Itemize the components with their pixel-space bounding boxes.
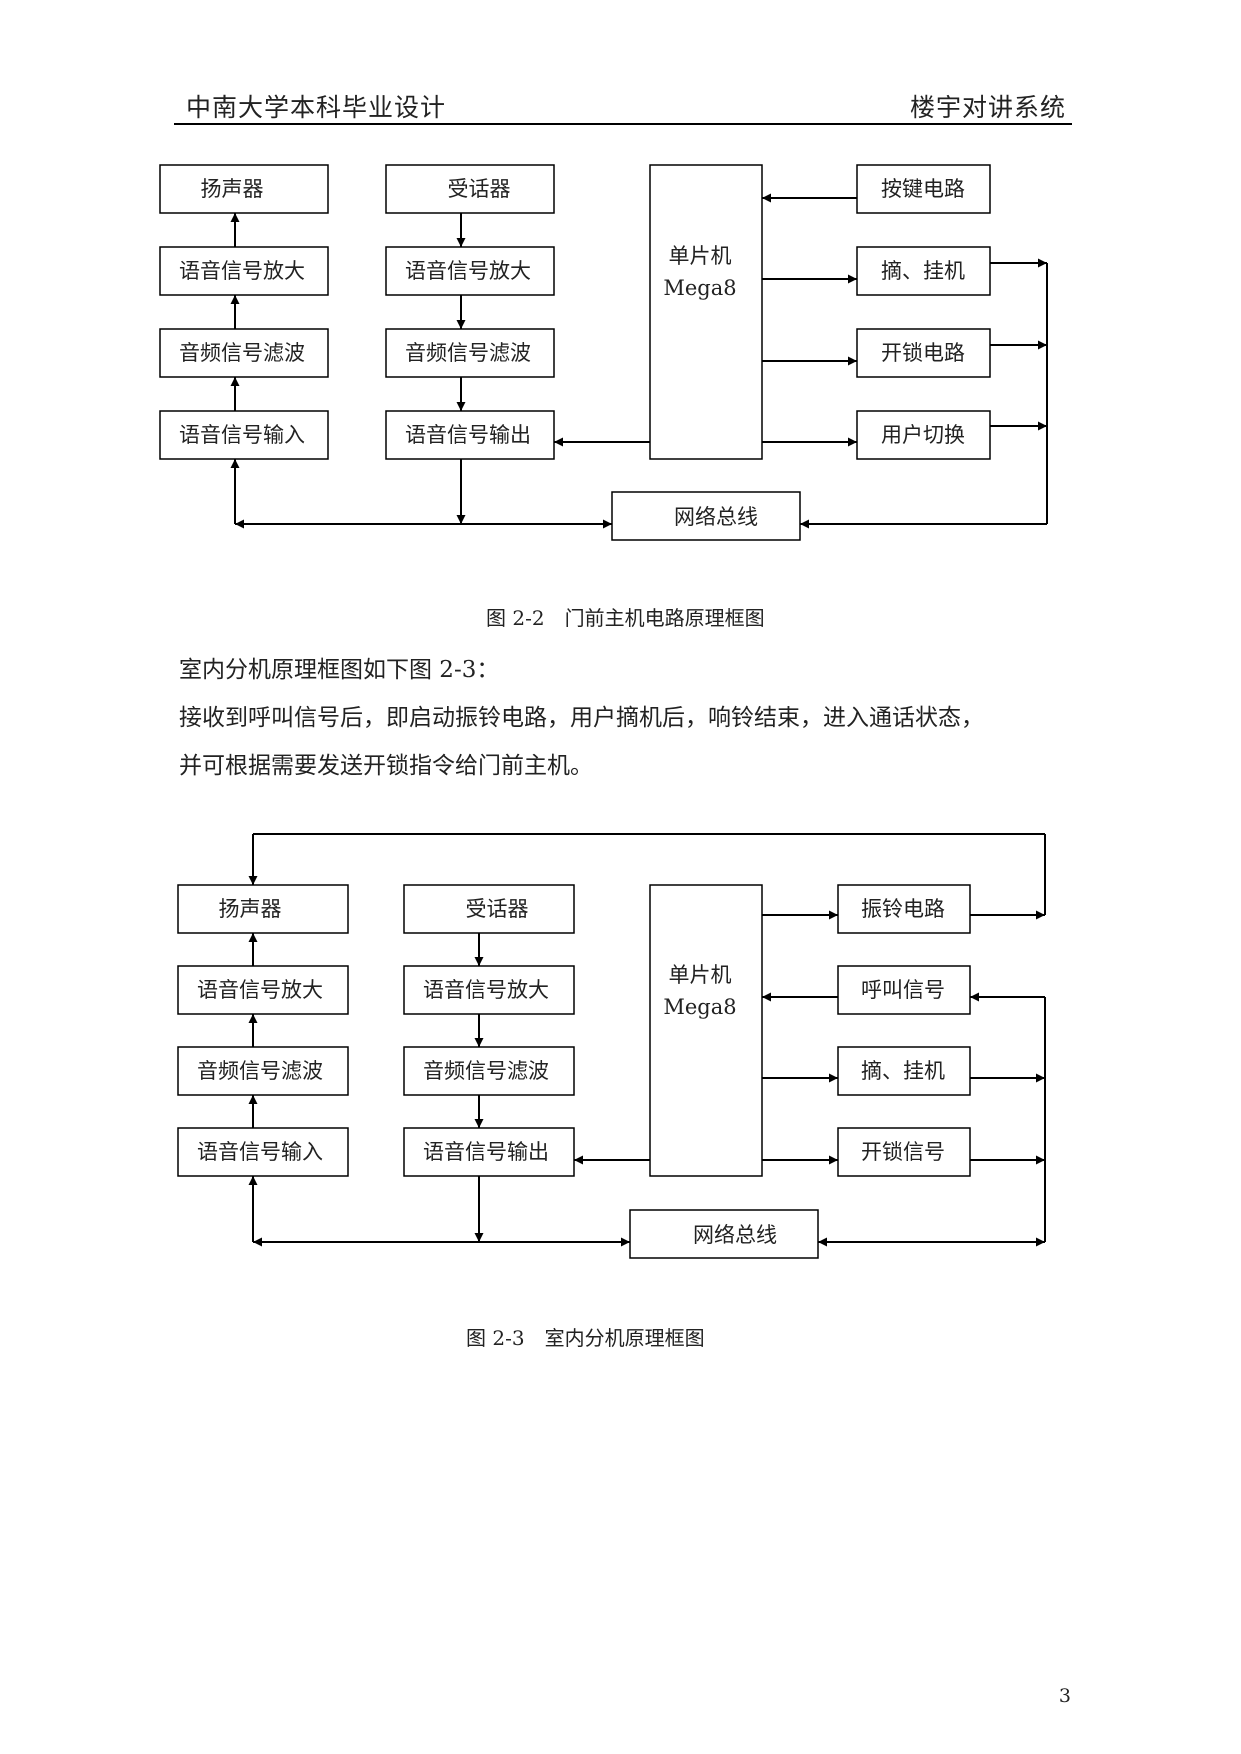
mcu-label-line1: 单片机 [669, 244, 732, 268]
paragraph-1: 室内分机原理框图如下图 2-3： [179, 657, 500, 683]
voice-output-box-2 [403, 1127, 575, 1177]
mcu-label-line2: Mega8 [663, 276, 736, 300]
bus-label-2: 网络总线 [693, 1223, 777, 1247]
header-right-title: 楼宇对讲系统 [909, 93, 1066, 122]
key-circuit-label: 按键电路 [881, 177, 965, 201]
bus-box [611, 491, 801, 541]
voice-output-label-2: 语音信号输出 [423, 1140, 549, 1164]
bus-label: 网络总线 [674, 505, 758, 529]
amp-left-box-2 [177, 965, 349, 1015]
amp-right-box-2 [403, 965, 575, 1015]
filter-left-box [159, 328, 329, 378]
hook-box-2 [837, 1046, 971, 1096]
amp-right-label-2: 语音信号放大 [423, 978, 549, 1002]
ring-circuit-box [837, 884, 971, 934]
amp-right-label: 语音信号放大 [405, 259, 531, 283]
hook-box [856, 246, 991, 296]
header-divider [174, 123, 1072, 125]
key-circuit-box [856, 164, 991, 214]
speaker-box-2 [177, 884, 349, 934]
voice-input-box-2 [177, 1127, 349, 1177]
unlock-box [856, 328, 991, 378]
header-left-title: 中南大学本科毕业设计 [186, 93, 447, 122]
receiver-label: 受话器 [448, 177, 511, 201]
filter-right-box-2 [403, 1046, 575, 1096]
user-switch-label: 用户切换 [881, 423, 965, 447]
paragraph-3: 并可根据需要发送开锁指令给门前主机。 [179, 753, 593, 779]
figure-2-3-caption: 图 2-3 室内分机原理框图 [466, 1326, 705, 1350]
call-signal-box [837, 965, 971, 1015]
call-signal-label: 呼叫信号 [861, 978, 945, 1002]
figure-2-2-caption: 图 2-2 门前主机电路原理框图 [486, 606, 765, 630]
voice-output-label: 语音信号输出 [405, 423, 531, 447]
filter-right-label-2: 音频信号滤波 [423, 1059, 549, 1083]
voice-input-label-2: 语音信号输入 [197, 1140, 323, 1164]
unlock-label: 开锁电路 [881, 341, 965, 365]
amp-right-box [385, 246, 555, 296]
filter-left-label: 音频信号滤波 [179, 341, 305, 365]
mcu-box [649, 164, 763, 460]
page-number: 3 [1058, 1685, 1071, 1707]
speaker-label: 扬声器 [201, 177, 264, 201]
amp-left-label: 语音信号放大 [179, 259, 305, 283]
user-switch-box [856, 410, 991, 460]
filter-right-label: 音频信号滤波 [405, 341, 531, 365]
ring-circuit-label: 振铃电路 [861, 897, 945, 921]
amp-left-box [159, 246, 329, 296]
voice-input-box [159, 410, 329, 460]
receiver-label-2: 受话器 [466, 897, 529, 921]
voice-output-box [385, 410, 555, 460]
speaker-box [159, 164, 329, 214]
speaker-label-2: 扬声器 [219, 897, 282, 921]
voice-input-label: 语音信号输入 [179, 423, 305, 447]
filter-right-box [385, 328, 555, 378]
hook-label: 摘、挂机 [881, 259, 965, 283]
mcu-label-2-line1: 单片机 [669, 963, 732, 987]
unlock-signal-label: 开锁信号 [861, 1140, 945, 1164]
paragraph-2: 接收到呼叫信号后，即启动振铃电路，用户摘机后，响铃结束，进入通话状态， [179, 705, 984, 731]
amp-left-label-2: 语音信号放大 [197, 978, 323, 1002]
hook-label-2: 摘、挂机 [861, 1059, 945, 1083]
mcu-box-2 [649, 884, 763, 1177]
receiver-box-2 [403, 884, 575, 934]
mcu-label-2-line2: Mega8 [663, 995, 736, 1019]
figure-2-3-diagram: 扬声器 受话器 语音信号放大 语音信号放大 音频信号滤波 音频信号滤波 语音信号… [177, 833, 1046, 1259]
receiver-box [385, 164, 555, 214]
unlock-signal-box [837, 1127, 971, 1177]
bus-box-2 [629, 1209, 819, 1259]
figure-2-2-diagram: 扬声器 受话器 语音信号放大 语音信号放大 音频信号滤波 音频信号滤波 语音信号… [159, 164, 1048, 541]
filter-left-label-2: 音频信号滤波 [197, 1059, 323, 1083]
filter-left-box-2 [177, 1046, 349, 1096]
